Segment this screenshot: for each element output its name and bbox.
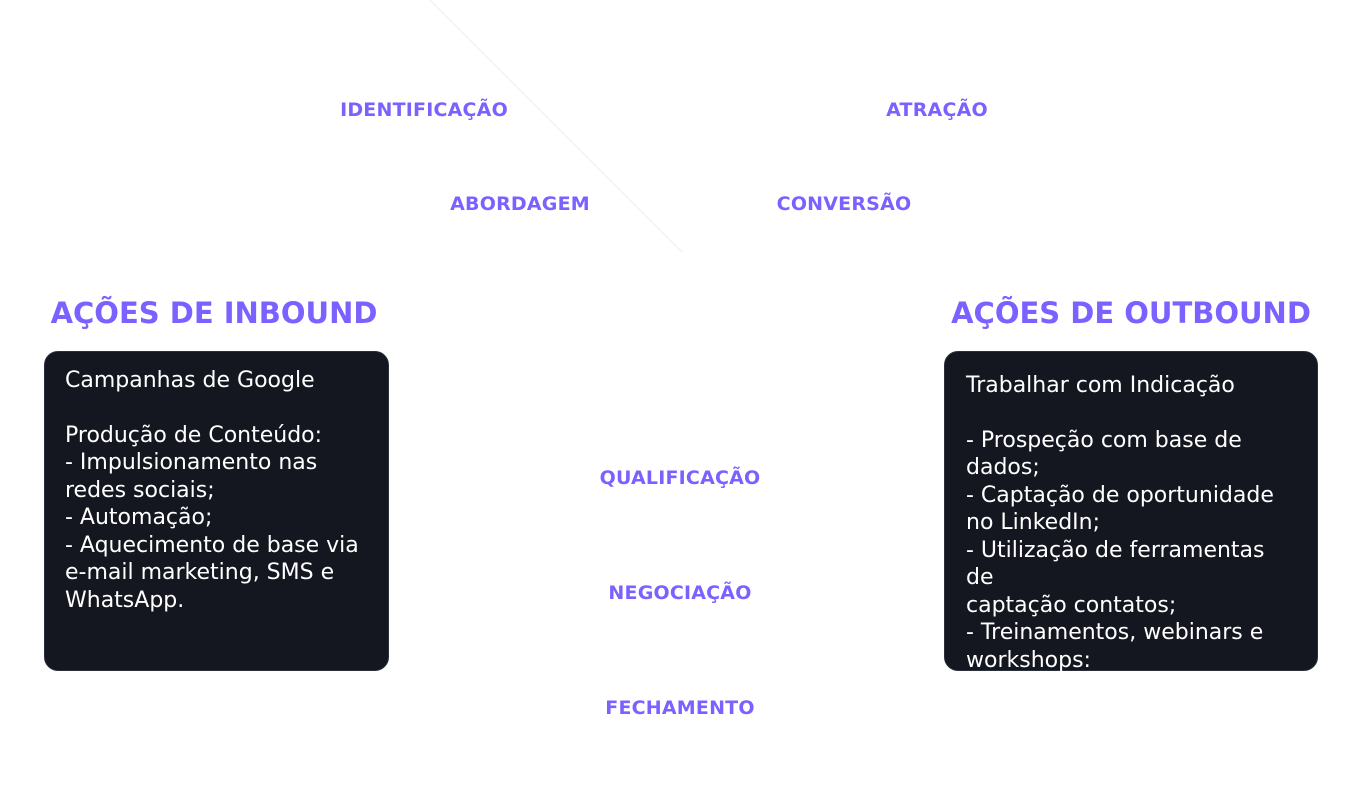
stage-abordagem: ABORDAGEM — [450, 193, 590, 215]
inbound-card-line: - Automação; — [65, 505, 213, 530]
inbound-card-line: WhatsApp. — [65, 587, 185, 613]
stage-atracao: ATRAÇÃO — [886, 99, 988, 121]
outbound-card-line: dados; — [966, 455, 1040, 480]
outbound-card-line: - Utilização de ferramentas de — [966, 537, 1265, 591]
inbound-card-line: - Impulsionamento nas — [65, 450, 318, 475]
outbound-card-spacer — [966, 400, 1297, 427]
outbound-card-line: workshops: — [966, 647, 1091, 673]
inbound-actions-card: Campanhas de Google Produção de Conteúdo… — [44, 351, 389, 671]
outbound-card-line: - Treinamentos, webinars e — [966, 620, 1264, 645]
outbound-card-title: Trabalhar com Indicação — [966, 373, 1235, 398]
outbound-card-line: - Prospeção com base de — [966, 427, 1242, 453]
stage-identificacao: IDENTIFICAÇÃO — [340, 99, 508, 121]
stage-negociacao: NEGOCIAÇÃO — [608, 582, 752, 604]
outbound-actions-card: Trabalhar com Indicação - Prospeção com … — [944, 351, 1318, 673]
inbound-card-spacer — [65, 395, 368, 422]
inbound-card-line: Produção de Conteúdo: — [65, 422, 323, 448]
outbound-card-line: captação contatos; — [966, 592, 1177, 618]
inbound-heading: AÇÕES DE INBOUND — [50, 296, 378, 330]
outbound-heading: AÇÕES DE OUTBOUND — [951, 296, 1311, 330]
stage-qualificacao: QUALIFICAÇÃO — [599, 467, 761, 489]
outbound-card-line: - Captação de oportunidade — [966, 482, 1274, 508]
inbound-card-line: e-mail marketing, SMS e — [65, 560, 335, 585]
inbound-card-line: - Aquecimento de base via — [65, 532, 359, 558]
funnel-left-edge — [429, 0, 683, 253]
stage-conversao: CONVERSÃO — [776, 193, 912, 215]
stage-fechamento: FECHAMENTO — [605, 697, 755, 719]
outbound-card-line: no LinkedIn; — [966, 510, 1101, 535]
inbound-card-line: redes sociais; — [65, 477, 215, 503]
inbound-card-title: Campanhas de Google — [65, 368, 315, 393]
